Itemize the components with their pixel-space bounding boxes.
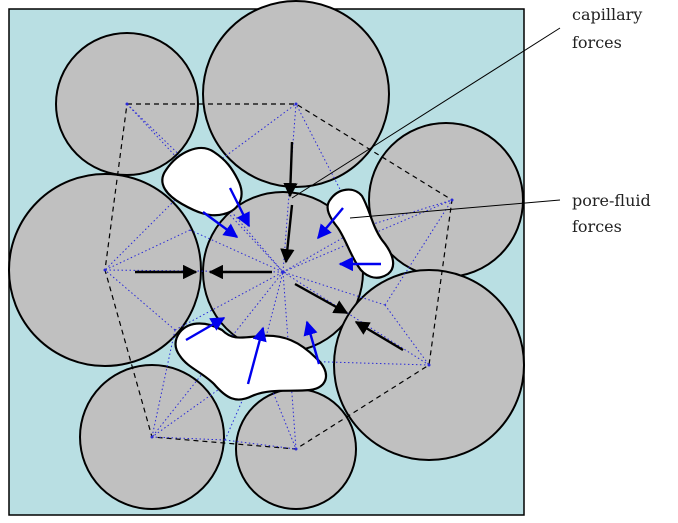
force-arrow (185, 316, 226, 342)
capillary-label-line2: forces (572, 33, 622, 52)
force-arrow (354, 320, 404, 352)
porefluid-label-line1: pore-fluid (572, 191, 651, 210)
pore-centers (103, 102, 454, 451)
force-arrow (246, 326, 267, 385)
blue-force-arrows (185, 187, 381, 385)
porefluid-leader-line (349, 199, 561, 219)
capillary-label-line1: capillary (572, 5, 642, 24)
black-force-arrows (135, 141, 404, 352)
force-arrow (294, 282, 349, 315)
capillary-leader-line (291, 27, 561, 199)
force-arrow (228, 187, 251, 228)
pore-network-boundary (104, 103, 453, 450)
force-arrow (202, 211, 239, 238)
liquid-bridges (161, 146, 395, 401)
force-arrow (317, 207, 344, 240)
force-arrow (303, 320, 321, 365)
porefluid-label-line2: forces (572, 217, 622, 236)
liquid-bridge-right (326, 188, 395, 279)
particle-top-center (202, 0, 390, 188)
liquid-bridge-upper-left (161, 146, 243, 217)
force-arrow (280, 204, 295, 264)
liquid-bridge-lower (174, 322, 327, 401)
force-arrow (283, 141, 298, 198)
